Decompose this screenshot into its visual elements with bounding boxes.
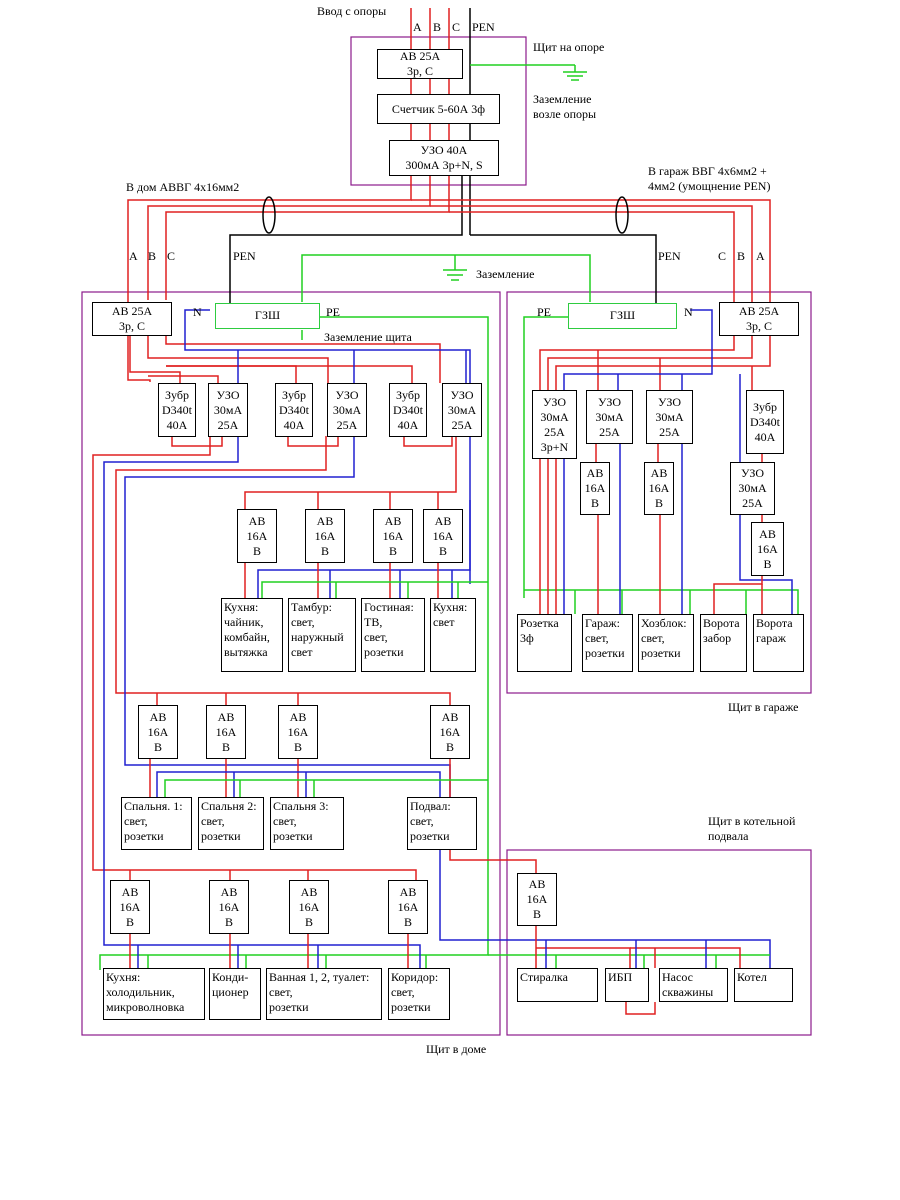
house-breaker-r2-4: АВ 16А B — [430, 705, 470, 759]
pole-rcd: УЗО 40А 300мА 3р+N, S — [389, 140, 499, 176]
garage-rcd-3p: УЗО 30мА 25А 3р+N — [532, 390, 577, 459]
pole-meter: Счетчик 5-60А 3ф — [377, 94, 500, 124]
house-phase-a: A — [129, 249, 138, 263]
house-pen-label: PEN — [233, 249, 256, 263]
house-load-kitchen-fridge: Кухня: холодильник, микроволновка — [103, 968, 205, 1020]
house-phase-b: B — [148, 249, 157, 263]
house-gzsh: ГЗШ — [215, 303, 320, 329]
garage-load-garage: Гараж: свет, розетки — [582, 614, 633, 672]
house-breaker-r1-2: АВ 16А B — [305, 509, 345, 563]
pen-label: PEN — [472, 20, 495, 34]
garage-rcd-c: УЗО 30мА 25А — [730, 462, 775, 515]
house-breaker-r3-3: АВ 16А B — [289, 880, 329, 934]
garage-panel-frame — [506, 291, 812, 694]
house-breaker-r3-1: АВ 16А B — [110, 880, 150, 934]
house-breaker-r2-3: АВ 16А B — [278, 705, 318, 759]
garage-phase-b: B — [737, 249, 746, 263]
phase-a-label: A — [413, 20, 422, 34]
garage-pen-label: PEN — [658, 249, 681, 263]
garage-panel-wires — [523, 309, 799, 614]
boiler-panel-wires — [535, 926, 741, 1015]
house-load-bedroom-1: Спальня. 1: свет, розетки — [121, 797, 192, 850]
house-breaker-r1-1: АВ 16А B — [237, 509, 277, 563]
garage-pe-label: PE — [537, 305, 552, 319]
garage-phase-a: A — [756, 249, 765, 263]
house-load-air-conditioner: Конди- ционер — [209, 968, 261, 1020]
house-panel-label: Щит в доме — [426, 1042, 487, 1056]
cable-garage-label: В гараж ВВГ 4х6мм2 + 4мм2 (умощнение PEN… — [648, 164, 771, 193]
house-breaker-r2-1: АВ 16А B — [138, 705, 178, 759]
garage-panel-label: Щит в гараже — [728, 700, 799, 714]
house-load-kitchen-appliances: Кухня: чайник, комбайн, вытяжка — [221, 598, 283, 672]
house-rcd-2: УЗО 30мА 25А — [327, 383, 367, 437]
boiler-breaker: АВ 16А B — [517, 873, 557, 926]
house-load-bedroom-3: Спальня 3: свет, розетки — [270, 797, 344, 850]
house-breaker-r3-2: АВ 16А B — [209, 880, 249, 934]
house-load-bathrooms: Ванная 1, 2, туалет: свет, розетки — [266, 968, 382, 1020]
house-panel-frame — [81, 291, 501, 1036]
pole-breaker: АВ 25А 3р, С — [377, 49, 463, 79]
garage-n-label: N — [684, 305, 693, 319]
boiler-panel-frame — [506, 849, 812, 1036]
house-protector-2: Зубр D340t 40A — [275, 383, 313, 437]
house-protector-3: Зубр D340t 40A — [389, 383, 427, 437]
house-breaker-r3-4: АВ 16А B — [388, 880, 428, 934]
garage-breaker-c: АВ 16А B — [751, 522, 784, 576]
panel-ground-label: Заземление щита — [324, 330, 412, 344]
cable-house-label: В дом АВВГ 4х16мм2 — [126, 180, 240, 194]
house-breaker-r1-4: АВ 16А B — [423, 509, 463, 563]
house-breaker-r2-2: АВ 16А B — [206, 705, 246, 759]
boiler-load-ups: ИБП — [605, 968, 649, 1002]
garage-protector: Зубр D340t 40A — [746, 390, 784, 454]
house-load-basement: Подвал: свет, розетки — [407, 797, 477, 850]
cable-house-wires — [127, 175, 771, 382]
garage-load-shed: Хозблок: свет, розетки — [638, 614, 694, 672]
house-load-kitchen-light: Кухня: свет — [430, 598, 476, 672]
boiler-load-boiler: Котел — [734, 968, 793, 1002]
house-phase-c: C — [167, 249, 176, 263]
garage-breaker-a: АВ 16А B — [580, 462, 610, 515]
phase-c-label: C — [452, 20, 461, 34]
boiler-load-washer: Стиралка — [517, 968, 598, 1002]
input-label: Ввод с опоры — [317, 4, 387, 18]
garage-load-gate-fence: Ворота забор — [700, 614, 747, 672]
house-load-living-room: Гостиная: ТВ, свет, розетки — [361, 598, 425, 672]
pole-panel-label: Щит на опоре — [533, 40, 605, 54]
garage-main-breaker: АВ 25А 3р, С — [719, 302, 799, 336]
garage-breaker-b: АВ 16А B — [644, 462, 674, 515]
house-n-label: N — [193, 305, 202, 319]
house-pe-label: PE — [326, 305, 341, 319]
house-rcd-1: УЗО 30мА 25А — [208, 383, 248, 437]
house-breaker-r1-3: АВ 16А B — [373, 509, 413, 563]
boiler-panel-label: Щит в котельной подвала — [708, 814, 796, 843]
house-load-corridor: Коридор: свет, розетки — [388, 968, 450, 1020]
boiler-load-well-pump: Насос скважины — [659, 968, 728, 1002]
pole-ground-label: Заземление возле опоры — [533, 92, 597, 121]
house-load-vestibule: Тамбур: свет, наружный свет — [288, 598, 356, 672]
phase-b-label: B — [433, 20, 442, 34]
garage-rcd-b: УЗО 30мА 25А — [646, 390, 693, 444]
garage-phase-c: C — [718, 249, 727, 263]
ground-label: Заземление — [476, 267, 535, 281]
garage-rcd-a: УЗО 30мА 25А — [586, 390, 633, 444]
garage-load-gate-garage: Ворота гараж — [753, 614, 804, 672]
house-protector-1: Зубр D340t 40A — [158, 383, 196, 437]
garage-load-socket-3f: Розетка 3ф — [517, 614, 572, 672]
house-load-bedroom-2: Спальня 2: свет, розетки — [198, 797, 264, 850]
house-main-breaker: АВ 25А 3р, С — [92, 302, 172, 336]
house-rcd-3: УЗО 30мА 25А — [442, 383, 482, 437]
pole-panel-frame — [350, 36, 527, 186]
garage-gzsh: ГЗШ — [568, 303, 677, 329]
